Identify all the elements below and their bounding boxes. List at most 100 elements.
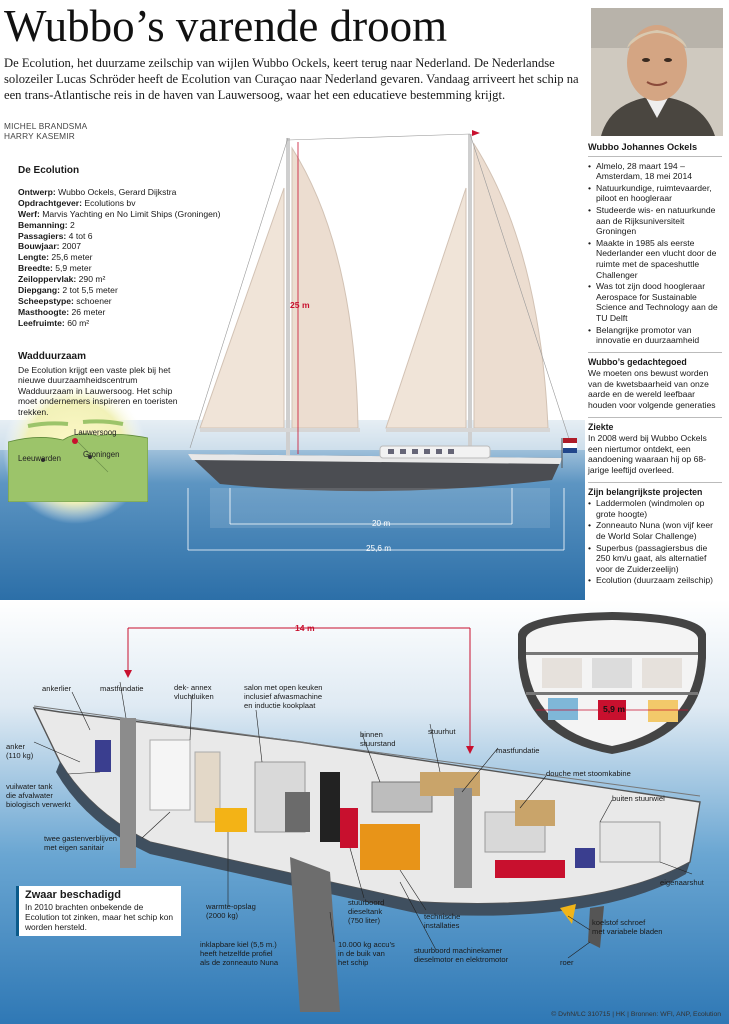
callout-mastfundatie-main: mastfundatie bbox=[496, 746, 540, 755]
callout-wheelhouse: stuurhut bbox=[428, 727, 456, 736]
deck-length-label: 14 m bbox=[295, 623, 315, 633]
callout-heat-storage: warmte-opslag (2000 kg) bbox=[206, 902, 256, 920]
bio-item: Maakte in 1985 als eerste Nederlander ee… bbox=[588, 238, 722, 280]
fore-jib bbox=[199, 187, 285, 429]
spec-row: Scheepstype: schoener bbox=[18, 296, 248, 307]
bio-item: Natuurkundige, ruimtevaarder, piloot en … bbox=[588, 183, 722, 204]
spec-key: Lengte: bbox=[18, 252, 50, 263]
spec-value: 26 meter bbox=[71, 306, 106, 317]
spec-key: Passagiers: bbox=[18, 230, 67, 241]
page-title: Wubbo’s varende droom bbox=[4, 1, 448, 51]
callout-diesel-tank: stuurboord dieseltank (750 liter) bbox=[348, 898, 385, 925]
spec-row: Breedte: 5,9 meter bbox=[18, 263, 248, 274]
spec-value: 2 bbox=[70, 219, 75, 230]
lifting-keel bbox=[290, 857, 340, 1012]
byline: MICHEL BRANDSMA HARRY KASEMIR bbox=[4, 121, 87, 141]
damage-heading: Zwaar beschadigd bbox=[25, 889, 121, 901]
wadduurzaam-text: De Ecolution krijgt een vaste plek bij h… bbox=[18, 364, 178, 417]
callout-engine-room: stuurboord machinekamer dieselmotor en e… bbox=[414, 946, 509, 964]
fore-mainsail bbox=[291, 146, 359, 429]
author-1: MICHEL BRANDSMA bbox=[4, 121, 88, 131]
bio-list: Almelo, 28 maart 194 – Amsterdam, 18 mei… bbox=[588, 161, 722, 346]
spec-row: Werf: Marvis Yachting en No Limit Ships … bbox=[18, 209, 248, 220]
spec-row: Diepgang: 2 tot 5,5 meter bbox=[18, 285, 248, 296]
spec-key: Breedte: bbox=[18, 263, 53, 274]
wadduurzaam-heading: Wadduurzaam bbox=[18, 351, 86, 362]
callout-shower: douche met stoomkabine bbox=[546, 769, 631, 778]
spec-row: Masthoogte: 26 meter bbox=[18, 307, 248, 318]
spec-row: Bouwjaar: 2007 bbox=[18, 241, 248, 252]
callout-ankerlier: ankerlier bbox=[42, 684, 72, 693]
spec-value: schoener bbox=[76, 295, 112, 306]
callout-propeller: koelstof schroef met variabele bladen bbox=[592, 918, 663, 936]
spec-value: 4 tot 6 bbox=[68, 230, 93, 241]
main-jib bbox=[385, 187, 467, 429]
callout-rudder: roer bbox=[560, 958, 574, 967]
project-item: Laddermolen (windmolen op grote hoogte) bbox=[588, 498, 722, 519]
project-item: Ecolution (duurzaam zeilschip) bbox=[588, 575, 722, 586]
mast-height-label: 25 m bbox=[290, 300, 310, 310]
project-item: Superbus (passagiersbus die 250 km/u gaa… bbox=[588, 543, 722, 575]
spec-row: Leefruimte: 60 m² bbox=[18, 318, 248, 329]
spec-key: Leefruimte: bbox=[18, 317, 65, 328]
spec-key: Ontwerp: bbox=[18, 186, 56, 197]
callout-outside-wheel: buiten stuurwiel bbox=[612, 794, 665, 803]
author-2: HARRY KASEMIR bbox=[4, 131, 75, 141]
spec-row: Opdrachtgever: Ecolutions bv bbox=[18, 198, 248, 209]
specs-heading: De Ecolution bbox=[18, 165, 80, 176]
project-item: Zonneauto Nuna (won vijf keer de World S… bbox=[588, 520, 722, 541]
callout-technical: technische installaties bbox=[424, 912, 461, 930]
spec-value: 2 tot 5,5 meter bbox=[62, 285, 118, 296]
callout-mastfundatie-fore: mastfundatie bbox=[100, 684, 144, 693]
battery-bank bbox=[360, 824, 420, 870]
legacy-heading: Wubbo’s gedachtegoed bbox=[588, 351, 722, 368]
map-label-groningen: Groningen bbox=[83, 450, 120, 459]
portrait-photo bbox=[591, 8, 723, 136]
illness-heading: Ziekte bbox=[588, 416, 722, 433]
spec-key: Scheepstype: bbox=[18, 295, 74, 306]
anchor-locker bbox=[95, 740, 111, 772]
callout-hatches: dek- annex vluchtluiken bbox=[174, 683, 214, 701]
spec-key: Zeiloppervlak: bbox=[18, 274, 77, 285]
bio-heading: Wubbo Johannes Ockels bbox=[588, 142, 722, 157]
spec-value: 2007 bbox=[61, 241, 82, 252]
callout-salon: salon met open keuken inclusief afwasmac… bbox=[244, 683, 323, 710]
spec-row: Bemanning: 2 bbox=[18, 220, 248, 231]
biography-sidebar: Wubbo Johannes Ockels Almelo, 28 maart 1… bbox=[588, 142, 722, 587]
damage-box: Zwaar beschadigd In 2010 brachten onbeke… bbox=[16, 886, 181, 936]
wadduurzaam-block: Wadduurzaam De Ecolution krijgt een vast… bbox=[18, 351, 190, 418]
spec-value: Ecolutions bv bbox=[84, 197, 136, 208]
projects-heading: Zijn belangrijkste projecten bbox=[588, 481, 722, 498]
mast-foundation-2 bbox=[454, 788, 472, 888]
callout-batteries: 10.000 kg accu’s in de buik van het schi… bbox=[338, 940, 395, 967]
hull bbox=[188, 454, 562, 492]
bio-item: Studeerde wis- en natuurkunde aan de Rij… bbox=[588, 205, 722, 237]
credits-footer: © DvhN/LC 310715 | HK | Bronnen: WFI, AN… bbox=[551, 1011, 721, 1018]
spec-row: Ontwerp: Wubbo Ockels, Gerard Dijkstra bbox=[18, 187, 248, 198]
map-marker-lauwersoog bbox=[72, 438, 78, 444]
schooner-illustration bbox=[187, 130, 577, 551]
mast-foundation-1 bbox=[120, 718, 136, 868]
callout-owner-cabin: eigenaarshut bbox=[660, 878, 704, 887]
callout-keel: inklapbare kiel (5,5 m.) heeft hetzelfde… bbox=[200, 940, 279, 967]
dutch-flag-icon bbox=[561, 438, 577, 468]
bio-item: Almelo, 28 maart 194 – Amsterdam, 18 mei… bbox=[588, 161, 722, 182]
spec-row: Zeiloppervlak: 290 m² bbox=[18, 274, 248, 285]
spec-value: 5,9 meter bbox=[55, 263, 92, 274]
callout-guest-cabins: twee gastenverblijven met eigen sanitair bbox=[44, 834, 118, 852]
spec-value: 290 m² bbox=[78, 274, 106, 285]
ship-cutaway bbox=[32, 627, 701, 1012]
map-label-lauwersoog: Lauwersoog bbox=[74, 428, 117, 437]
callout-wastewater: vuilwater tank die afvalwater biologisch… bbox=[6, 782, 71, 809]
total-length-label: 25,6 m bbox=[366, 544, 392, 553]
map-label-leeuwarden: Leeuwarden bbox=[18, 454, 61, 463]
callout-inside-helm: binnen stuurstand bbox=[360, 730, 396, 748]
main-sail bbox=[473, 142, 549, 429]
spec-value: Wubbo Ockels, Gerard Dijkstra bbox=[58, 186, 177, 197]
propeller bbox=[560, 904, 576, 924]
waterline-length-label: 20 m bbox=[372, 519, 391, 528]
spec-value: 25,6 meter bbox=[51, 252, 93, 263]
spec-value: Marvis Yachting en No Limit Ships (Groni… bbox=[42, 208, 221, 219]
damage-text: In 2010 brachten onbekende de Ecolution … bbox=[25, 902, 174, 932]
